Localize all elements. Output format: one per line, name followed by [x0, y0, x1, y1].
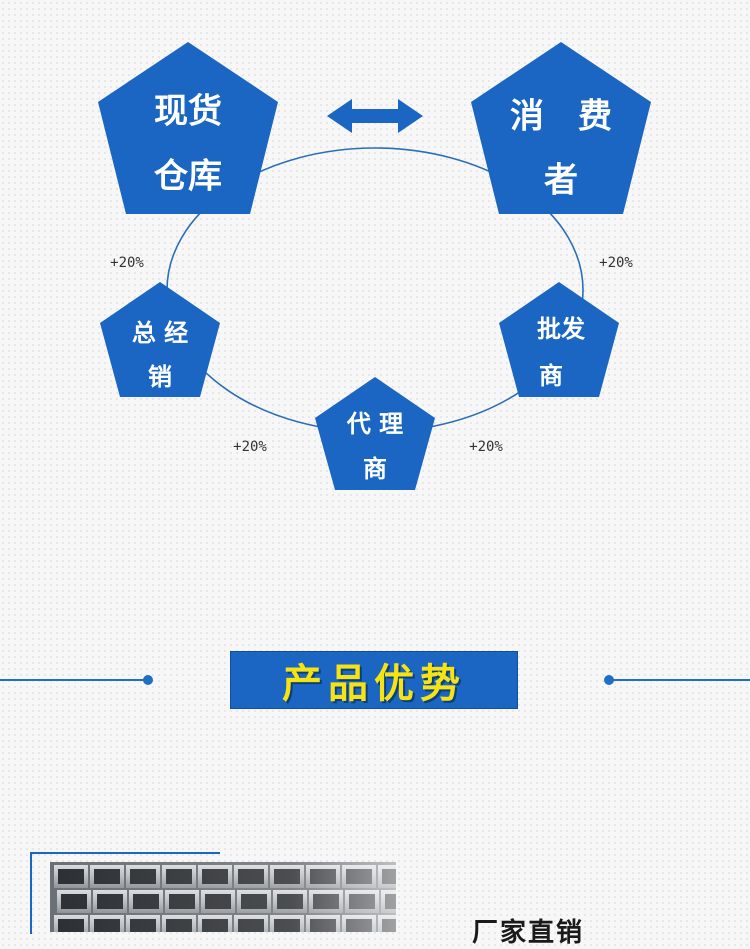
- divider-line-right: [611, 679, 750, 681]
- node-wholesaler: 批发 商: [499, 282, 619, 397]
- node-label: 者: [544, 161, 578, 201]
- node-consumer: 消 费 者: [471, 42, 651, 214]
- node-label: 现货: [154, 92, 222, 132]
- supply-chain-diagram: 现货 仓库 消 费 者 总 经 销 代 理 商 批发 商 +20% +20% +…: [98, 42, 651, 490]
- node-label: 商: [539, 362, 563, 390]
- photo-frame: [30, 852, 220, 934]
- node-label: 仓库: [154, 157, 222, 197]
- double-arrow-icon: [327, 99, 423, 133]
- node-label: 代 理: [346, 410, 403, 438]
- node-stock-warehouse: 现货 仓库: [98, 42, 278, 214]
- divider-dot-left: [143, 675, 153, 685]
- node-label: 商: [363, 455, 387, 483]
- markup-label-left: +20%: [110, 255, 144, 271]
- markup-label-right: +20%: [599, 255, 633, 271]
- section-title: 厂家直销: [472, 918, 585, 948]
- node-label: 批发: [537, 315, 585, 343]
- node-label: 总 经: [132, 319, 188, 347]
- divider-line-left: [0, 679, 146, 681]
- banner-title: 产品优势: [282, 661, 466, 707]
- node-label: 销: [148, 363, 172, 391]
- markup-label-bottom-left: +20%: [233, 439, 267, 455]
- product-photo-steel-tubes: [50, 862, 396, 932]
- node-label: 消 费: [510, 97, 612, 137]
- divider-dot-right: [604, 675, 614, 685]
- markup-label-bottom-right: +20%: [469, 439, 503, 455]
- section-banner: 产品优势: [230, 651, 518, 709]
- node-agent: 代 理 商: [315, 377, 435, 490]
- node-general-distributor: 总 经 销: [100, 282, 220, 397]
